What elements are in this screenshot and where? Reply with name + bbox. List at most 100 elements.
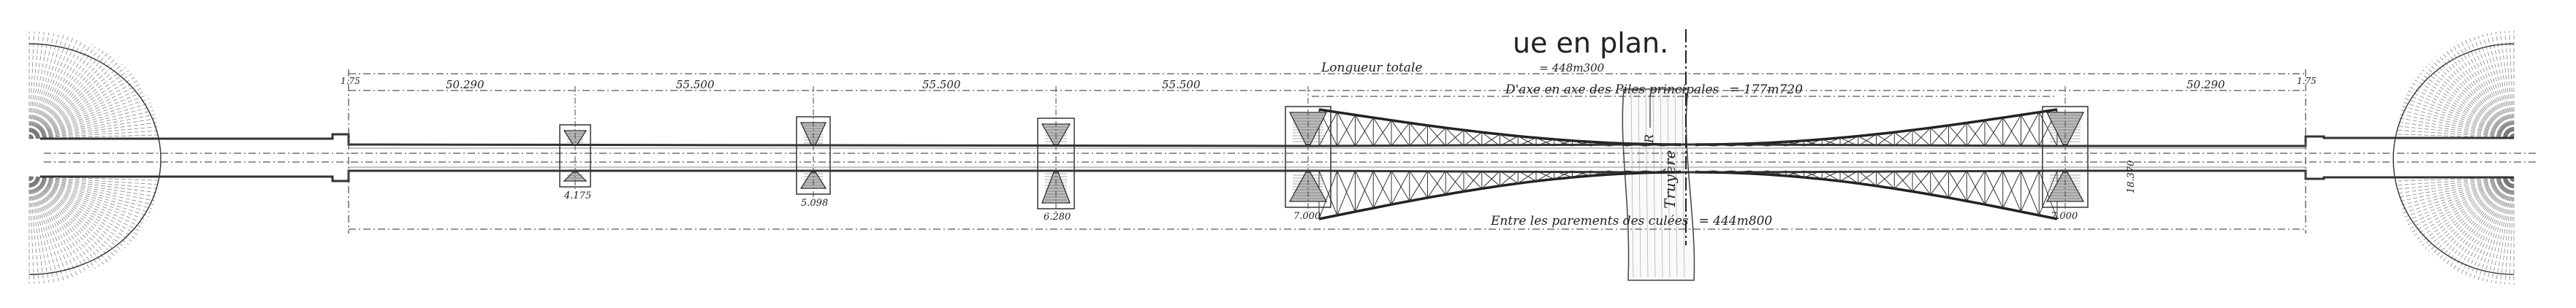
truss-diagonal	[1391, 170, 1410, 201]
hatch-line	[29, 46, 96, 139]
span-label: 55.500	[922, 78, 961, 91]
hatch-line	[2465, 177, 2515, 276]
truss-diagonal	[1372, 120, 1392, 147]
truss-diagonal	[1767, 142, 1786, 147]
truss-diagonal	[1749, 170, 1768, 174]
truss-diagonal	[1535, 137, 1554, 147]
hatch-line	[29, 176, 123, 252]
truss-diagonal	[1535, 170, 1554, 182]
hatch-line	[29, 176, 50, 283]
hatch-line	[2473, 177, 2515, 279]
truss-diagonal	[1554, 139, 1573, 147]
hatch-line	[2397, 121, 2515, 139]
truss-diagonal	[1858, 170, 1877, 187]
hatch-line	[29, 44, 91, 139]
truss-diagonal	[1572, 170, 1591, 178]
hatch-line	[29, 114, 155, 139]
hatch-line	[29, 31, 39, 139]
pier-width-label: 5.098	[801, 198, 828, 209]
truss-diagonal	[1372, 170, 1392, 209]
truss-diagonal	[1518, 137, 1537, 147]
span-label: 50.290	[2186, 78, 2225, 91]
truss-diagonal	[1713, 144, 1732, 147]
truss-diagonal	[1554, 140, 1573, 147]
hatch-line	[2438, 177, 2515, 261]
truss-diagonal	[1608, 170, 1627, 174]
hatch-line	[2395, 177, 2515, 186]
hatch-line	[2449, 47, 2515, 139]
truss-diagonal	[1804, 170, 1823, 178]
truss-diagonal	[1785, 170, 1804, 178]
truss-diagonal	[1749, 143, 1768, 147]
span-label: 55.500	[1162, 78, 1201, 91]
total-length-dimension: Longueur totale= 448m300	[1321, 61, 1605, 75]
truss-diagonal	[1749, 142, 1768, 147]
truss-diagonal	[1481, 131, 1500, 147]
truss-diagonal	[1858, 170, 1877, 184]
truss-diagonal	[1608, 170, 1627, 175]
hatch-line	[2417, 76, 2515, 139]
hatch-line	[2490, 177, 2515, 283]
hatch-line	[29, 34, 59, 139]
hatch-line	[29, 176, 154, 205]
hatch-line	[2412, 177, 2515, 233]
hatch-line	[29, 122, 157, 139]
truss-diagonal	[1517, 170, 1537, 184]
dimension-lines	[348, 29, 2306, 245]
pier-width-label: 6.280	[1044, 212, 1071, 223]
truss-diagonal	[1590, 141, 1609, 147]
truss-diagonal	[1590, 142, 1609, 147]
truss-diagonal	[1804, 139, 1823, 147]
truss-diagonal	[1713, 170, 1732, 173]
hatch-line	[2486, 177, 2515, 282]
hatch-line	[2431, 61, 2515, 139]
hatch-line	[29, 99, 149, 139]
truss-diagonal	[1804, 170, 1823, 180]
truss-diagonal	[1500, 134, 1519, 147]
truss-diagonal	[1731, 170, 1750, 174]
abutments-dimension: Entre les parements des culées= 444m800	[1490, 214, 1772, 228]
truss-diagonal	[1518, 170, 1537, 182]
hatch-line	[29, 176, 69, 280]
hatch-line	[29, 176, 78, 277]
truss-diagonal	[1554, 170, 1573, 180]
truss-diagonal	[1876, 134, 1895, 147]
truss-diagonal	[1644, 144, 1663, 147]
hatch-line	[29, 176, 91, 272]
truss-diagonal	[1445, 170, 1464, 192]
hatch-line	[2482, 177, 2515, 281]
river-line	[1667, 91, 1671, 278]
span-label: 55.500	[676, 78, 715, 91]
hatch-line	[2420, 177, 2515, 243]
hatch-line	[2457, 177, 2515, 272]
truss-diagonal	[1930, 170, 1949, 199]
abutment-hatching	[29, 31, 2515, 285]
truss-diagonal	[1391, 120, 1410, 147]
river-line	[1645, 91, 1649, 278]
pier	[796, 86, 831, 199]
hatch-line	[2414, 80, 2515, 139]
truss-diagonal	[1876, 131, 1895, 147]
pier-width-label: 7.000	[1293, 211, 1321, 222]
truss-diagonal	[1644, 170, 1663, 173]
hatch-line	[29, 35, 64, 139]
truss-diagonal	[1912, 170, 1931, 192]
hatch-line	[29, 176, 148, 221]
hatch-line	[29, 33, 54, 139]
truss-diagonal	[1337, 115, 1356, 147]
span-label: 1.75	[2297, 76, 2317, 86]
truss-diagonal	[1463, 131, 1483, 147]
truss-diagonal	[1948, 125, 1967, 147]
main-piers-value: = 177m720	[1729, 82, 1803, 97]
truss-diagonal	[1355, 115, 1374, 147]
hatch-line	[2500, 177, 2515, 285]
hatch-line	[2420, 72, 2515, 139]
truss-diagonal	[1535, 139, 1554, 147]
hatch-line	[29, 48, 100, 139]
hatch-line	[2504, 177, 2515, 285]
hatch-line	[2422, 177, 2515, 246]
truss-diagonal	[1893, 170, 1913, 192]
hatch-line	[29, 94, 148, 139]
hatch-line	[29, 176, 64, 280]
